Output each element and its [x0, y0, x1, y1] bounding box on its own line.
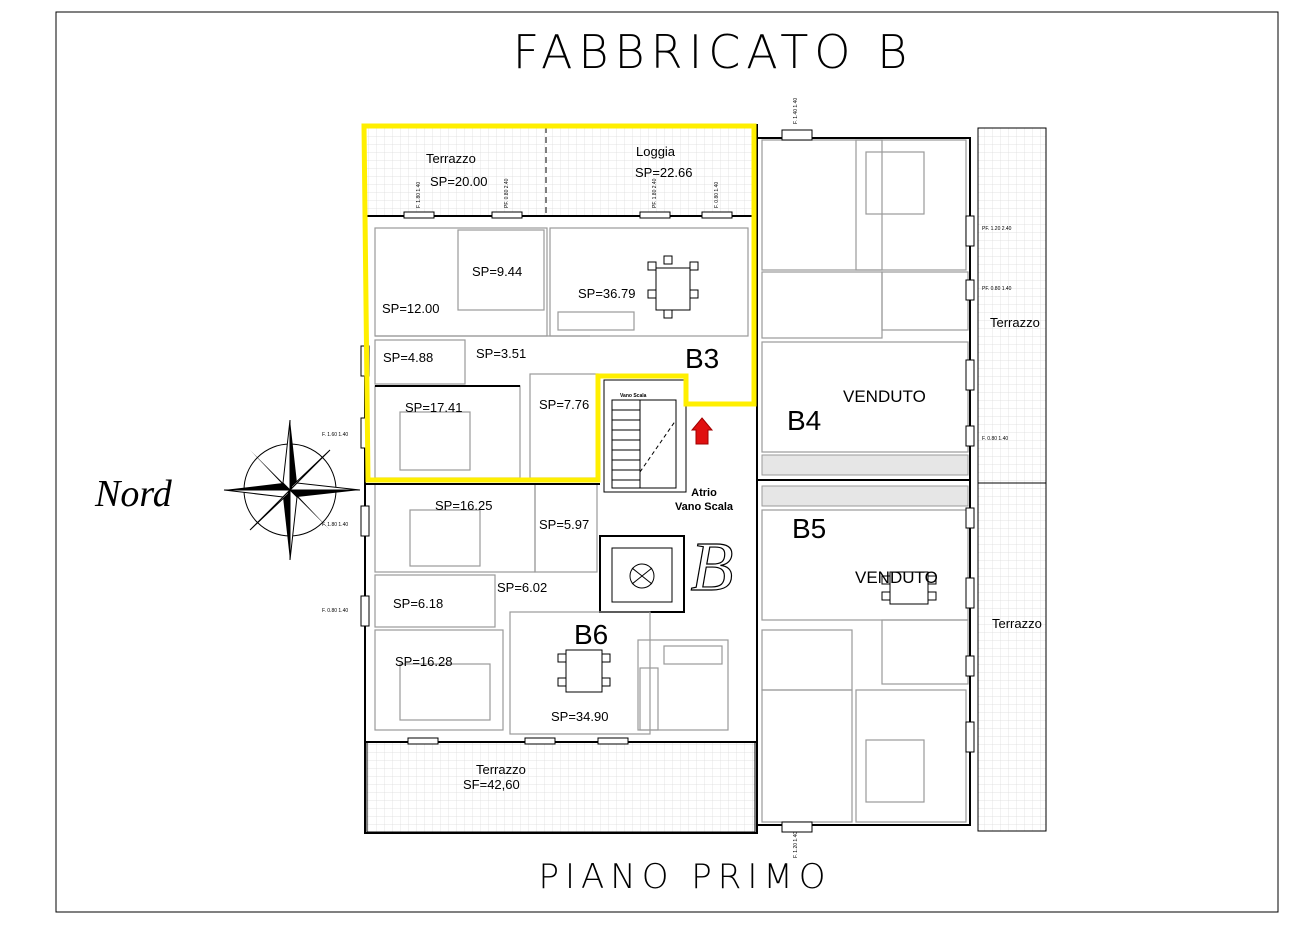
north-label: Nord: [94, 473, 173, 515]
top-terrace-area: [367, 127, 755, 215]
sofa-b6-side: [639, 667, 659, 731]
area-b3-kitchen: SP=9.44: [472, 264, 522, 279]
area-b6-bedroom-b: SP=16.28: [395, 654, 452, 669]
building-letter: B: [691, 529, 734, 606]
area-b6-bath-a: SP=5.97: [539, 517, 589, 532]
area-b6-hall: SP=6.02: [497, 580, 547, 595]
bed-b4: [865, 151, 925, 215]
unit-label-b3: B3: [685, 343, 719, 374]
label-terrazzo-b3: Terrazzo: [426, 151, 476, 166]
unit-label-b4: B4: [787, 405, 821, 436]
east-terrace-strip: [977, 127, 1047, 832]
bed-b6b: [399, 663, 491, 721]
label-terrazzo-b5: Terrazzo: [992, 616, 1042, 631]
area-terrazzo-south: SF=42,60: [463, 777, 520, 792]
dining-table-b3: [647, 255, 699, 319]
entrance-arrow-icon: [690, 417, 714, 445]
area-loggia-b3: SP=22.66: [635, 165, 692, 180]
bed-b3: [399, 411, 471, 471]
window-tag: F. 0.80 1.40: [714, 182, 720, 208]
status-b4: VENDUTO: [843, 387, 926, 406]
dining-table-b6: [557, 649, 611, 693]
sofa-b6: [663, 645, 723, 665]
label-atrium-1: Atrio: [691, 487, 717, 499]
highlight-b3-outline: [361, 123, 757, 483]
window-tag: PF. 1.20 2.40: [982, 226, 1012, 232]
bed-b5: [865, 739, 925, 803]
unit-label-b5: B5: [792, 513, 826, 544]
sheet-border: [55, 11, 1279, 913]
label-stair: Vano Scala: [620, 393, 647, 399]
area-b6-bedroom-a: SP=16.25: [435, 498, 492, 513]
floor-title: PIANO PRIMO: [538, 857, 831, 897]
window-tag: F. 1.80 1.40: [416, 182, 422, 208]
sofa-b3: [557, 311, 635, 331]
area-b3-hall: SP=3.51: [476, 346, 526, 361]
elevator-block: [599, 535, 685, 613]
elevator-symbol: [629, 563, 655, 589]
window-tag: F. 1.20 1.40: [793, 832, 799, 858]
area-b6-bath-b: SP=6.18: [393, 596, 443, 611]
window-tag: PF. 0.80 1.40: [982, 286, 1012, 292]
window-tag: PF. 0.80 2.40: [504, 178, 510, 208]
label-loggia-b3: Loggia: [636, 144, 676, 159]
area-terrazzo-b3: SP=20.00: [430, 174, 487, 189]
label-atrium-2: Vano Scala: [675, 501, 734, 513]
compass-rose-icon: [223, 419, 361, 561]
area-b3-living: SP=36.79: [578, 286, 635, 301]
window-tag: PF. 1.80 2.40: [652, 178, 658, 208]
window-tag: F. 1.40 1.40: [793, 98, 799, 124]
label-terrazzo-b4: Terrazzo: [990, 315, 1040, 330]
area-b3-bedroom: SP=17.41: [405, 400, 462, 415]
drawing-title: FABBRICATO B: [513, 25, 914, 79]
area-b3-bath-small: SP=4.88: [383, 350, 433, 365]
area-b3-room-a: SP=12.00: [382, 301, 439, 316]
unit-label-b6: B6: [574, 619, 608, 650]
label-terrazzo-south: Terrazzo: [476, 762, 526, 777]
east-wing-outline: [756, 137, 971, 826]
area-b6-living: SP=34.90: [551, 709, 608, 724]
bed-b6a: [409, 509, 481, 567]
dining-table-b5: [881, 571, 937, 605]
window-tag: F. 1.60 1.40: [322, 432, 348, 438]
window-tag: F. 1.80 1.40: [322, 522, 348, 528]
south-terrace-area: [366, 741, 756, 833]
window-tag: F. 0.80 1.40: [982, 436, 1008, 442]
area-b3-bath: SP=7.76: [539, 397, 589, 412]
window-tag: F. 0.80 1.40: [322, 608, 348, 614]
stair-block: [603, 379, 687, 493]
status-b5: VENDUTO: [855, 568, 938, 587]
